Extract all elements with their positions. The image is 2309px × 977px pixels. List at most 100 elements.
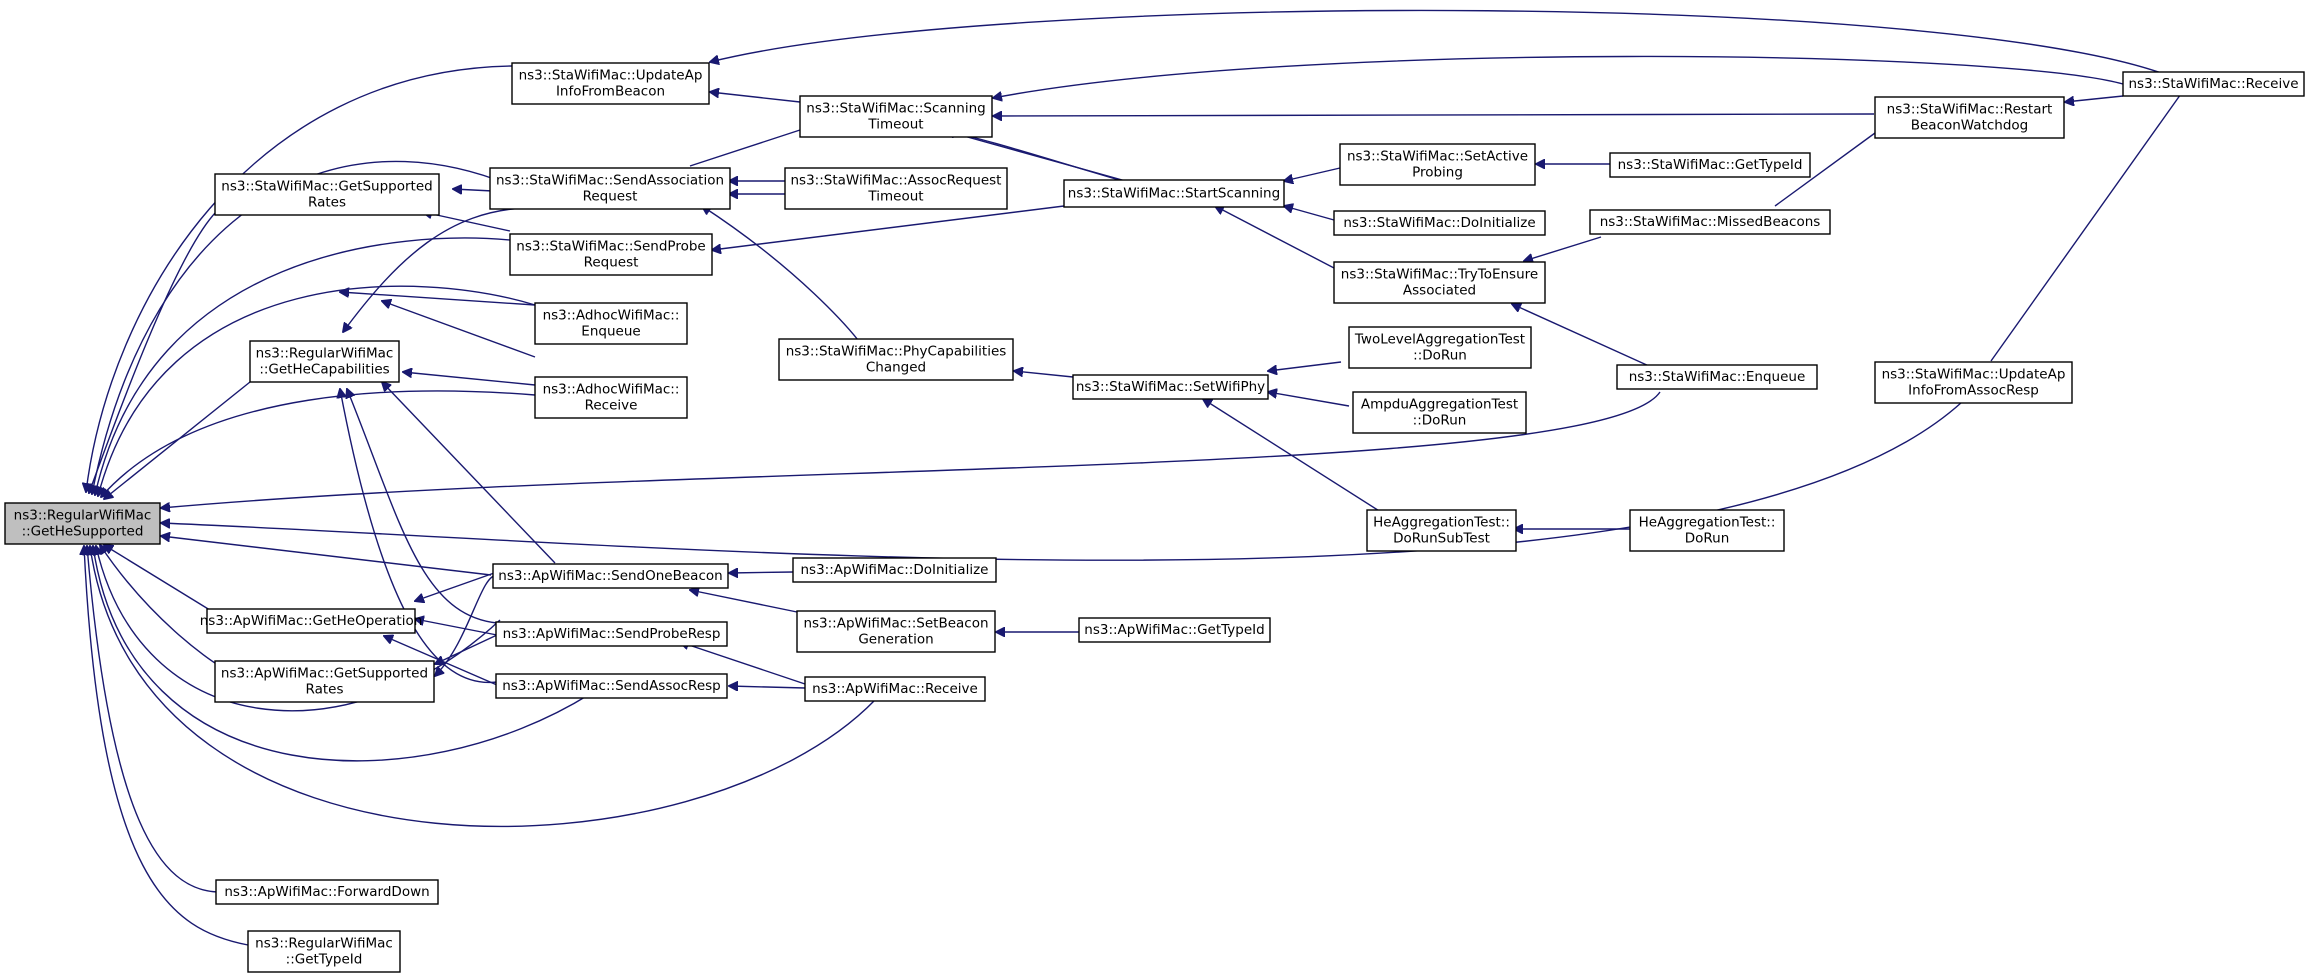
node-ap-getheoperation[interactable]: ns3::ApWifiMac::GetHeOperation: [200, 608, 423, 634]
node-label: ns3::StaWifiMac::StartScanning: [1068, 186, 1280, 202]
node-label: ns3::ApWifiMac::Receive: [812, 681, 978, 697]
node-label: Timeout: [867, 189, 923, 205]
node-sta-setwifiphy[interactable]: ns3::StaWifiMac::SetWifiPhy: [1072, 374, 1269, 400]
node-box: [1609, 152, 1811, 178]
node-ap-doinitialize[interactable]: ns3::ApWifiMac::DoInitialize: [792, 557, 997, 583]
node-ap-gettypeid[interactable]: ns3::ApWifiMac::GetTypeId: [1078, 617, 1271, 643]
node-label: ns3::StaWifiMac::Receive: [2128, 76, 2298, 92]
node-label: Changed: [866, 360, 926, 376]
node-label: ::GetHeSupported: [22, 524, 144, 540]
node-box: [534, 302, 688, 345]
edge: [993, 55, 2124, 98]
edge: [95, 237, 511, 495]
node-box: [1078, 617, 1271, 643]
node-label: Rates: [308, 195, 346, 211]
node-sta-receive[interactable]: ns3::StaWifiMac::Receive: [2122, 71, 2305, 97]
node-sta-doinitialize[interactable]: ns3::StaWifiMac::DoInitialize: [1333, 210, 1546, 236]
node-label: ns3::ApWifiMac::GetTypeId: [1084, 622, 1264, 638]
node-label: ns3::ApWifiMac::GetSupported: [221, 666, 428, 682]
node-ap-receive[interactable]: ns3::ApWifiMac::Receive: [804, 676, 986, 702]
node-box: [1616, 364, 1818, 390]
node-label: HeAggregationTest::: [1639, 515, 1776, 531]
node-label: ::GetHeCapabilities: [259, 362, 389, 378]
edge: [382, 382, 556, 564]
node-box: [1333, 261, 1546, 304]
node-box: [511, 62, 710, 105]
edge: [680, 642, 806, 685]
node-box: [1339, 143, 1536, 186]
node-label: DoRun: [1685, 531, 1730, 547]
node-regular-gethecap[interactable]: ns3::RegularWifiMac::GetHeCapabilities: [249, 340, 400, 383]
node-label: ns3::StaWifiMac::UpdateAp: [519, 68, 703, 84]
node-regular-gettypeid[interactable]: ns3::RegularWifiMac::GetTypeId: [247, 930, 401, 973]
node-box: [1366, 509, 1517, 552]
edge: [710, 92, 801, 103]
edge: [161, 391, 1661, 508]
node-heagg-dorunsub[interactable]: HeAggregationTest::DoRunSubTest: [1366, 509, 1517, 552]
node-ap-sendassocresp[interactable]: ns3::ApWifiMac::SendAssocResp: [495, 673, 728, 699]
edge: [415, 571, 498, 601]
node-label: BeaconWatchdog: [1911, 118, 2029, 134]
node-label: InfoFromBeacon: [556, 84, 665, 100]
node-root[interactable]: ns3::RegularWifiMac::GetHeSupported: [4, 502, 161, 545]
node-box: [206, 608, 416, 634]
node-label: ns3::ApWifiMac::SendAssocResp: [502, 678, 721, 694]
edge: [1215, 206, 1335, 269]
node-label: ns3::StaWifiMac::DoInitialize: [1343, 215, 1535, 231]
node-box: [1352, 391, 1527, 434]
node-label: ns3::StaWifiMac::GetSupported: [221, 179, 432, 195]
node-sta-startscanning[interactable]: ns3::StaWifiMac::StartScanning: [1063, 179, 1285, 208]
node-ap-sendproberesp[interactable]: ns3::ApWifiMac::SendProbeResp: [495, 621, 728, 647]
edge: [712, 205, 1065, 250]
node-sta-gettypeid[interactable]: ns3::StaWifiMac::GetTypeId: [1609, 152, 1811, 178]
node-ap-sendonebeacon[interactable]: ns3::ApWifiMac::SendOneBeacon: [492, 563, 729, 589]
edge: [453, 189, 494, 191]
edge: [1268, 392, 1350, 407]
node-label: ns3::StaWifiMac::MissedBeacons: [1600, 214, 1821, 230]
edge: [89, 211, 217, 493]
edge: [93, 546, 591, 762]
node-label: ns3::StaWifiMac::AssocRequest: [791, 173, 1002, 189]
node-label: ns3::StaWifiMac::Restart: [1887, 102, 2053, 118]
node-adhoc-receive[interactable]: ns3::AdhocWifiMac::Receive: [534, 376, 688, 419]
edge: [343, 207, 525, 332]
node-twolevel-dorun[interactable]: TwoLevelAggregationTest::DoRun: [1348, 326, 1532, 369]
edge: [1284, 206, 1335, 221]
node-ampdu-dorun[interactable]: AmpduAggregationTest::DoRun: [1352, 391, 1527, 434]
node-label: ns3::RegularWifiMac: [255, 936, 393, 952]
node-box: [214, 173, 440, 216]
node-label: ns3::StaWifiMac::Enqueue: [1629, 369, 1806, 385]
node-ap-forwarddown[interactable]: ns3::ApWifiMac::ForwardDown: [215, 879, 439, 905]
node-sta-enqueue[interactable]: ns3::StaWifiMac::Enqueue: [1616, 364, 1818, 390]
node-label: Probing: [1412, 165, 1463, 181]
edge: [415, 619, 498, 636]
edge: [84, 546, 249, 946]
node-box: [489, 167, 731, 210]
edge: [347, 389, 498, 624]
node-box: [247, 930, 401, 973]
node-sta-missedbeacons[interactable]: ns3::StaWifiMac::MissedBeacons: [1589, 209, 1831, 235]
node-box: [1333, 210, 1546, 236]
node-box: [534, 376, 688, 419]
node-label: ns3::RegularWifiMac: [14, 508, 152, 524]
node-adhoc-enqueue[interactable]: ns3::AdhocWifiMac::Enqueue: [534, 302, 688, 345]
edge: [87, 546, 219, 893]
edge: [382, 301, 536, 358]
node-sta-updateap-assoc[interactable]: ns3::StaWifiMac::UpdateApInfoFromAssocRe…: [1874, 361, 2073, 404]
node-heagg-dorun[interactable]: HeAggregationTest::DoRun: [1629, 509, 1785, 552]
node-label: ns3::StaWifiMac::Scanning: [806, 101, 985, 117]
node-label: Generation: [858, 632, 933, 648]
